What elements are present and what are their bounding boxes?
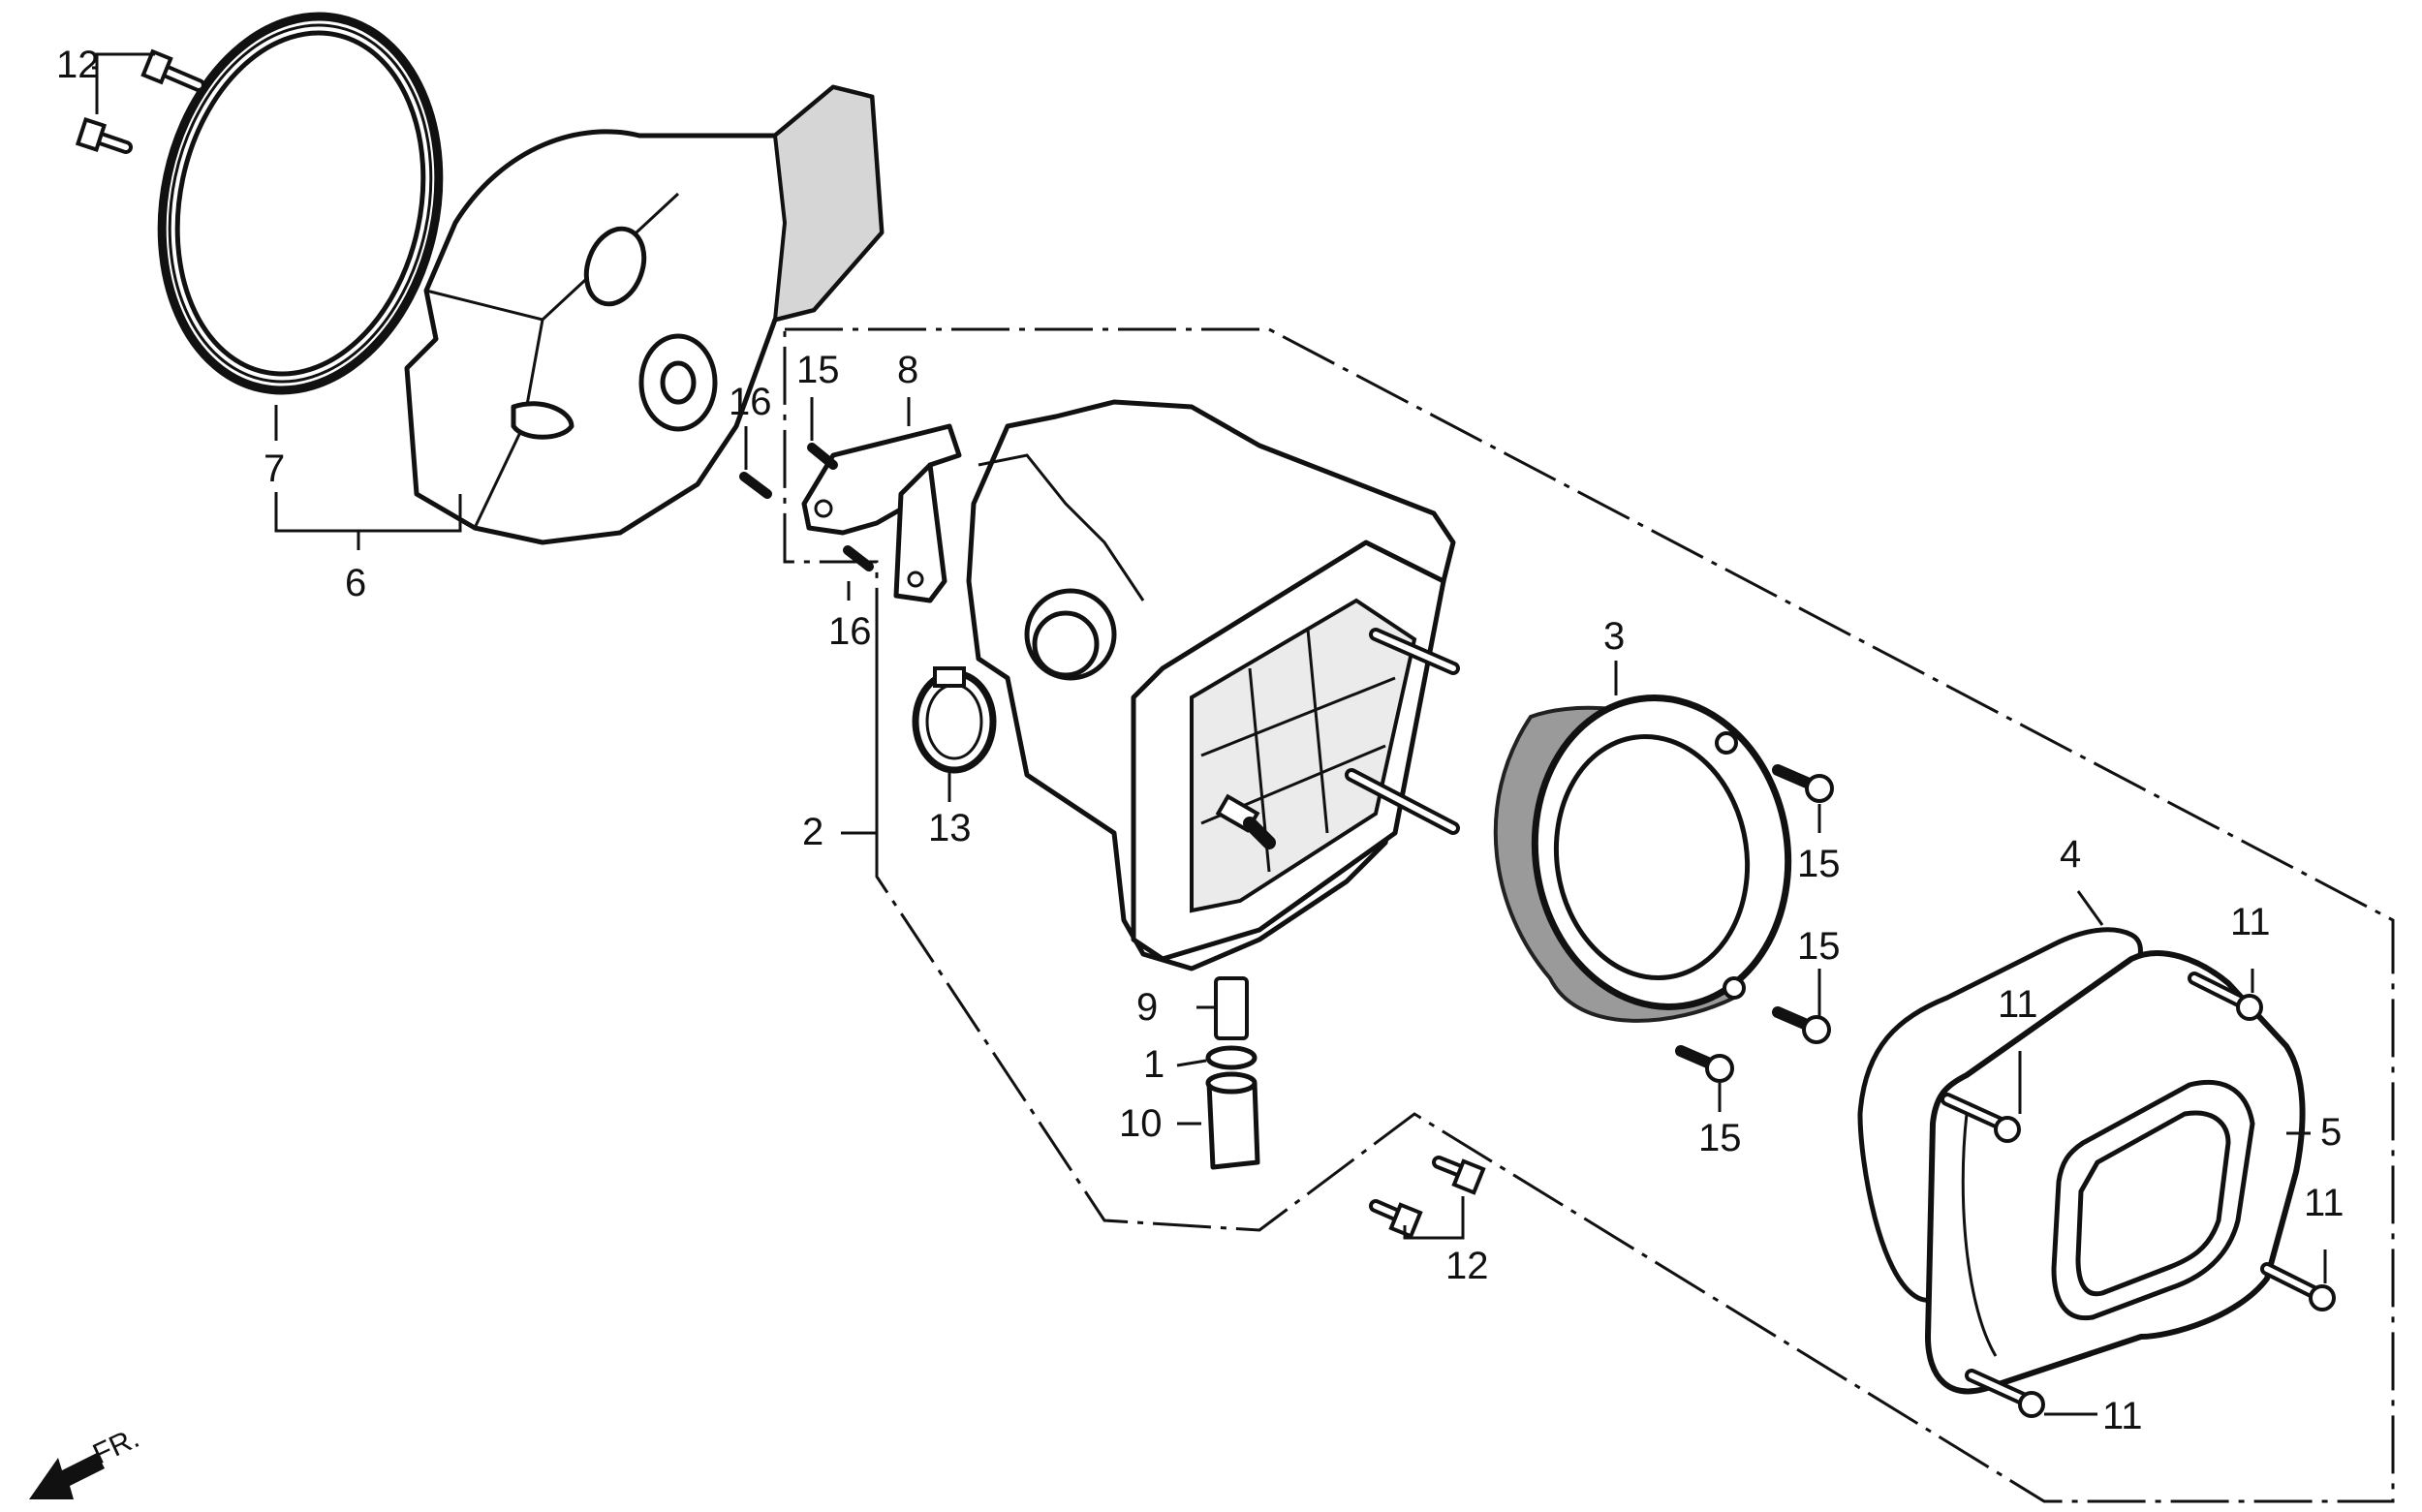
part-6-cover xyxy=(404,84,885,545)
callout-15-middle: 15 xyxy=(1797,925,1841,968)
part-15-screw-a xyxy=(1772,764,1834,803)
part-11-bolt-d xyxy=(1965,1369,2045,1418)
callout-11-right: 11 xyxy=(2304,1182,2344,1224)
part-11-bolt-c xyxy=(2260,1262,2336,1311)
part-7-seal-ring xyxy=(157,12,444,395)
part-11-bolt-b xyxy=(1941,1093,2021,1143)
part-9-drain-plug xyxy=(1214,976,1249,1040)
front-arrow-icon xyxy=(29,1453,105,1499)
part-12-bolt-bottom-a xyxy=(1432,1156,1486,1195)
callout-16-top: 16 xyxy=(729,381,772,423)
callout-15-bottom: 15 xyxy=(1698,1117,1742,1159)
part-12-bolt-top-a xyxy=(140,48,205,92)
callout-14: 15 xyxy=(796,349,840,391)
part-15-screw-b xyxy=(1772,1006,1831,1044)
part-5-cleaner-cover xyxy=(1925,950,2306,1395)
callout-11-bottom: 11 xyxy=(2102,1395,2143,1437)
part-12-bolt-bottom-b xyxy=(1369,1199,1423,1239)
callout-2: 2 xyxy=(802,811,823,853)
part-15-screw-c xyxy=(1675,1045,1734,1083)
callout-13: 13 xyxy=(928,807,972,849)
callout-12-bottom: 12 xyxy=(1445,1245,1489,1287)
part-12-bolt-top-b xyxy=(75,117,133,154)
callout-11-left: 11 xyxy=(1998,983,2038,1026)
part-16-screw-b xyxy=(843,545,874,571)
callout-9: 9 xyxy=(1136,986,1158,1029)
callout-15-top: 15 xyxy=(1797,843,1841,885)
part-13-hose-clamp xyxy=(912,666,997,774)
part-11-bolt-a xyxy=(2188,972,2263,1021)
callout-12-top: 12 xyxy=(56,44,100,86)
part-3-filter-element xyxy=(1493,694,1792,1023)
part-1-clip xyxy=(1205,1045,1258,1070)
front-direction-indicator: FR. xyxy=(29,1422,144,1499)
callout-6: 6 xyxy=(345,562,366,604)
callout-10: 10 xyxy=(1119,1102,1163,1145)
leader-lines xyxy=(92,52,2327,1416)
callout-labels: 12 7 6 8 15 16 16 2 13 3 15 15 15 4 5 11… xyxy=(56,44,2344,1437)
callout-4: 4 xyxy=(2060,833,2081,876)
callout-5: 5 xyxy=(2320,1111,2342,1154)
callout-1: 1 xyxy=(1143,1043,1164,1086)
callout-8: 8 xyxy=(897,349,918,391)
callout-7: 7 xyxy=(264,447,285,490)
part-10-drain-tube xyxy=(1205,1071,1260,1170)
callout-16-bottom: 16 xyxy=(828,610,872,653)
part-2-air-cleaner-case xyxy=(966,399,1460,972)
callout-11-top-right: 11 xyxy=(2230,901,2271,943)
part-14-screw xyxy=(807,443,838,470)
part-16-screw-a xyxy=(739,472,772,499)
part-8-bracket xyxy=(801,423,962,603)
callout-3: 3 xyxy=(1603,615,1625,658)
